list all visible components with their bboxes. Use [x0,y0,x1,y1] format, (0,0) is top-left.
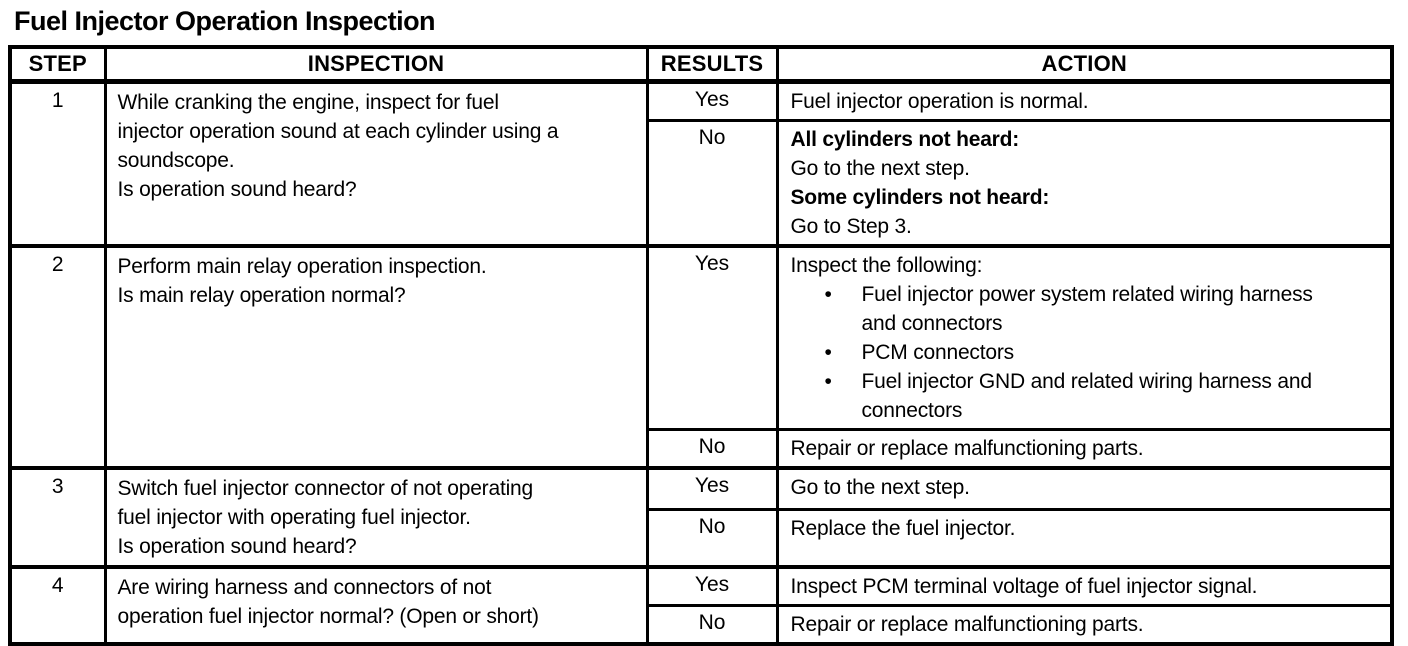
action-line: Inspect PCM terminal voltage of fuel inj… [790,575,1258,598]
action-line: Fuel injector power system related wirin… [861,283,1313,335]
result-value: No [645,604,779,646]
action-line: Go to Step 3. [790,215,912,238]
table-row: No All cylinders not heard: Go to the ne… [10,119,1394,248]
inspection-text: Are wiring harness and connectors of not… [103,565,649,646]
table-row: 3 Switch fuel injector connector of not … [8,465,1394,569]
inspection-text: Perform main relay operation inspection.… [103,244,649,470]
action-line: Fuel injector operation is normal. [790,90,1089,113]
result-value: No [645,428,779,470]
result-value: Yes [645,565,779,607]
table-row: No Replace the fuel injector. [10,507,1394,569]
step-number: 4 [8,565,107,646]
result-value: Yes [645,244,779,431]
table-row: 4 Are wiring harness and connectors of n… [8,565,1394,646]
action-line: Repair or replace malfunctioning parts. [790,613,1144,636]
page-title: Fuel Injector Operation Inspection [14,6,436,36]
action-cell: Replace the fuel injector. [775,507,1394,569]
action-cell: Inspect PCM terminal voltage of fuel inj… [775,565,1394,607]
inspection-table: STEP INSPECTION RESULTS ACTION 1 While c… [8,45,1394,646]
result-value: No [645,119,779,248]
action-line: Some cylinders not heard: [790,186,1050,209]
action-line: Go to the next step. [790,157,970,180]
step-number: 2 [8,244,107,470]
table-row: No Repair or replace malfunctioning part… [10,428,1394,470]
action-line: Fuel injector GND and related wiring har… [861,370,1313,422]
action-cell: Go to the next step. [775,465,1394,511]
col-header-action: ACTION [775,45,1394,84]
bullet-item: • Fuel injector GND and related wiring h… [791,367,1383,425]
table-header-row: STEP INSPECTION RESULTS ACTION [8,45,1394,84]
inspection-text: Switch fuel injector connector of not op… [103,466,649,569]
action-cell: Repair or replace malfunctioning parts. [775,604,1394,646]
result-value: No [645,507,779,569]
bullet-item: • PCM connectors [791,338,1383,367]
action-line: Replace the fuel injector. [790,516,1016,540]
action-line: Go to the next step. [790,476,970,499]
table-row: 2 Perform main relay operation inspectio… [8,244,1394,470]
bullet-icon: • [824,341,832,364]
action-cell: Repair or replace malfunctioning parts. [775,428,1394,470]
action-line: All cylinders not heard: [790,128,1020,151]
step-number: 1 [8,79,107,248]
col-header-step: STEP [8,45,107,84]
action-cell: Inspect the following: • Fuel injector p… [775,244,1394,431]
step-number: 3 [8,466,107,569]
col-header-inspection: INSPECTION [103,45,649,84]
table-row: 1 While cranking the engine, inspect for… [8,79,1394,248]
result-value: Yes [645,465,779,511]
result-value: Yes [645,79,779,122]
action-line: Inspect the following: [790,254,983,277]
action-line: Repair or replace malfunctioning parts. [790,437,1144,460]
bullet-item: • Fuel injector power system related wir… [791,280,1383,338]
bullet-icon: • [824,370,832,393]
bullet-icon: • [824,283,832,306]
col-header-results: RESULTS [645,45,779,84]
action-cell: All cylinders not heard: Go to the next … [775,119,1394,248]
action-cell: Fuel injector operation is normal. [775,79,1394,122]
inspection-text: While cranking the engine, inspect for f… [103,79,649,248]
action-line: PCM connectors [861,341,1015,364]
